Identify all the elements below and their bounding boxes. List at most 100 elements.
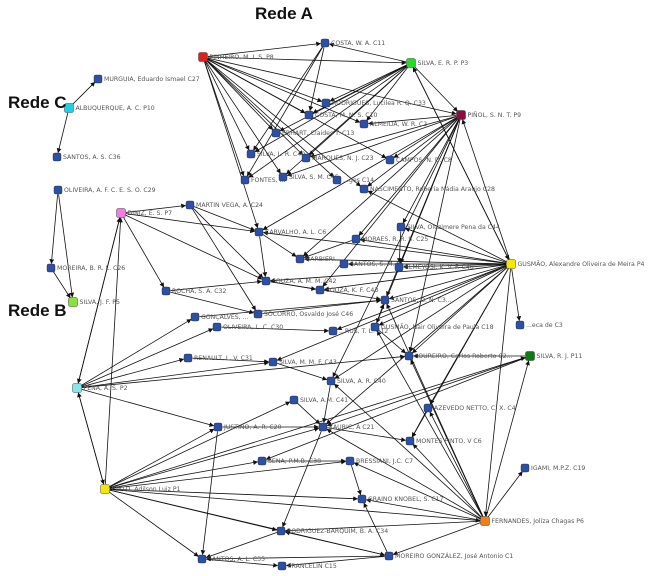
node-marker[interactable] [93, 74, 103, 84]
node-marker[interactable] [304, 110, 314, 120]
node-marker[interactable] [185, 200, 195, 210]
node-marker[interactable] [326, 376, 336, 386]
node-silva_mmf[interactable]: SILVA, M. M. F. C43 [268, 357, 337, 367]
node-marker[interactable] [321, 98, 331, 108]
node-marker[interactable] [68, 297, 78, 307]
node-marker[interactable] [212, 322, 222, 332]
node-francelin[interactable]: FRANCELIN C15 [277, 561, 337, 571]
node-erhart[interactable]: ERHART, Claides T. C13 [271, 128, 354, 138]
node-silva_oluzimere[interactable]: SILVA, Oluzimere Pena da C44 [396, 222, 500, 232]
node-marker[interactable] [72, 383, 82, 393]
node-marker[interactable] [332, 175, 342, 185]
node-marker[interactable] [246, 149, 256, 159]
node-moreiro[interactable]: MOREIRO GONZÁLEZ, José Antonio C1 [384, 551, 513, 561]
node-gusmao_nair[interactable]: GUSMÃO, Nair Oliveira de Paula C18 [370, 322, 494, 332]
node-marker[interactable] [515, 320, 525, 330]
node-marker[interactable] [198, 52, 208, 62]
node-marker[interactable] [213, 422, 223, 432]
node-bressiani[interactable]: BRESSIANI, J.C. C7 [345, 456, 413, 466]
node-silva_sm[interactable]: SILVA, S. M. C45 [278, 172, 339, 182]
node-marker[interactable] [385, 155, 395, 165]
node-souza_amm[interactable]: SOUZA, A. M. M. C42 [261, 276, 336, 286]
node-pinol[interactable]: PIÑOL, S. N. T. P9 [456, 110, 522, 120]
node-gusmao_alex[interactable]: GUSMÃO, Alexandre Oliveira de Meira P4 [506, 259, 645, 269]
node-oliveira_afc[interactable]: OLIVEIRA, A. F. C. E. S. O. C29 [53, 185, 156, 195]
node-murguia[interactable]: MURGUIA, Eduardo Ismael C27 [93, 74, 200, 84]
node-marker[interactable] [357, 494, 367, 504]
node-fontes[interactable]: FONTES, ... [240, 175, 286, 185]
node-marker[interactable] [301, 153, 311, 163]
node-marker[interactable] [240, 175, 250, 185]
node-marker[interactable] [339, 259, 349, 269]
node-marker[interactable] [520, 463, 530, 473]
node-marker[interactable] [384, 551, 394, 561]
node-silva_am[interactable]: SILVA, A.M. C41 [289, 395, 348, 405]
node-rocha[interactable]: ROCHA, S. A. C32 [161, 286, 226, 296]
node-pena[interactable]: PENA, A. S. P2 [72, 383, 128, 393]
node-oliveira_lc[interactable]: OLIVEIRA, L. C. C30 [212, 322, 283, 332]
node-souza_kf[interactable]: SOUZA, K. F. C43 [315, 285, 378, 295]
node-rodriguez_b[interactable]: RODRIGUEZ-BARQUIM, B. A. C34 [276, 526, 388, 536]
node-marker[interactable] [480, 516, 490, 526]
node-silva_lr[interactable]: SILVA, L. R. C40 [246, 149, 305, 159]
node-marker[interactable] [456, 110, 466, 120]
node-marker[interactable] [404, 351, 414, 361]
node-silva_jf[interactable]: SILVA, J. F. P5 [68, 297, 121, 307]
node-costa_mn[interactable]: COSTA, M. N. S. C10 [304, 110, 378, 120]
node-marker[interactable] [359, 184, 369, 194]
node-fernandes[interactable]: FERNANDES, Jolíza Chagas P6 [480, 516, 585, 526]
node-rubs[interactable]: ...RUS, T. L. C12 [328, 326, 388, 336]
node-marker[interactable] [257, 456, 267, 466]
node-marker[interactable] [190, 312, 200, 322]
node-pinheiro[interactable]: PINHEIRO, M. I. S. P8 [198, 52, 274, 62]
node-silva_rj[interactable]: SILVA, R. J. P11 [525, 351, 583, 361]
node-marker[interactable] [268, 357, 278, 367]
node-elmeyosi[interactable]: ELMEYOSI, K. V. F. C46 [394, 262, 474, 272]
node-marker[interactable] [295, 254, 305, 264]
node-fonseca[interactable]: ...eca de C3 [515, 320, 563, 330]
node-marker[interactable] [318, 422, 328, 432]
node-marker[interactable] [254, 227, 264, 237]
node-kauric[interactable]: KAURIC, A C21 [318, 422, 375, 432]
node-marker[interactable] [276, 526, 286, 536]
node-marker[interactable] [253, 309, 263, 319]
node-marker[interactable] [46, 263, 56, 273]
node-marker[interactable] [100, 484, 110, 494]
node-marker[interactable] [406, 58, 416, 68]
node-marker[interactable] [351, 234, 361, 244]
node-marker[interactable] [53, 185, 63, 195]
node-marques[interactable]: MARQUES, N. J. C23 [301, 153, 374, 163]
node-marker[interactable] [289, 395, 299, 405]
node-marker[interactable] [278, 172, 288, 182]
node-marker[interactable] [64, 103, 74, 113]
node-borges[interactable]: ...ges C14 [332, 175, 374, 185]
node-renault[interactable]: RENAULT, L. V. C31 [183, 353, 253, 363]
node-marker[interactable] [396, 222, 406, 232]
node-carvalho[interactable]: CARVALHO, A. L. C6 [254, 227, 326, 237]
node-marker[interactable] [183, 353, 193, 363]
node-marker[interactable] [359, 119, 369, 129]
node-santos_as[interactable]: SANTOS, A. S. C36 [52, 152, 121, 162]
node-diniz[interactable]: DINIZ, E. S. P7 [116, 208, 173, 218]
node-goncalves[interactable]: GONÇALVES, ... [190, 312, 249, 322]
node-rodrigues[interactable]: RODRIGUES, Lucilea R. Q. C33 [321, 98, 426, 108]
node-marker[interactable] [197, 554, 207, 564]
node-marker[interactable] [380, 295, 390, 305]
node-silva_erp[interactable]: SILVA, E. R. P. P3 [406, 58, 469, 68]
node-marker[interactable] [405, 436, 415, 446]
node-martin[interactable]: MARTIN VEGA, A. C24 [185, 200, 263, 210]
node-santos_on[interactable]: SANTOS, O. N. C3... [380, 295, 452, 305]
node-santos_smp[interactable]: SANTOS, S. M. P... [339, 259, 405, 269]
node-santos_al[interactable]: SANTOS, A. L. C35 [197, 554, 265, 564]
node-loureiro[interactable]: LOUREIRO, Carlos Roberto C2... [404, 351, 513, 361]
node-nascimento[interactable]: NASCIMENTO, Roberia Nádia Araujo C28 [359, 184, 495, 194]
node-marker[interactable] [345, 456, 355, 466]
node-moreira[interactable]: MOREIRA, B. R. L. C26 [46, 263, 125, 273]
node-marker[interactable] [328, 326, 338, 336]
node-sena[interactable]: SENA, P.M.B. C38 [257, 456, 321, 466]
node-marker[interactable] [423, 403, 433, 413]
node-moraes[interactable]: MORAES, R. R. S. C25 [351, 234, 428, 244]
node-marker[interactable] [506, 259, 516, 269]
node-azevedo[interactable]: AZEVEDO NETTO, C. X. C4 [423, 403, 516, 413]
node-almeida[interactable]: ALMEIDA, W. R. C2 [359, 119, 427, 129]
